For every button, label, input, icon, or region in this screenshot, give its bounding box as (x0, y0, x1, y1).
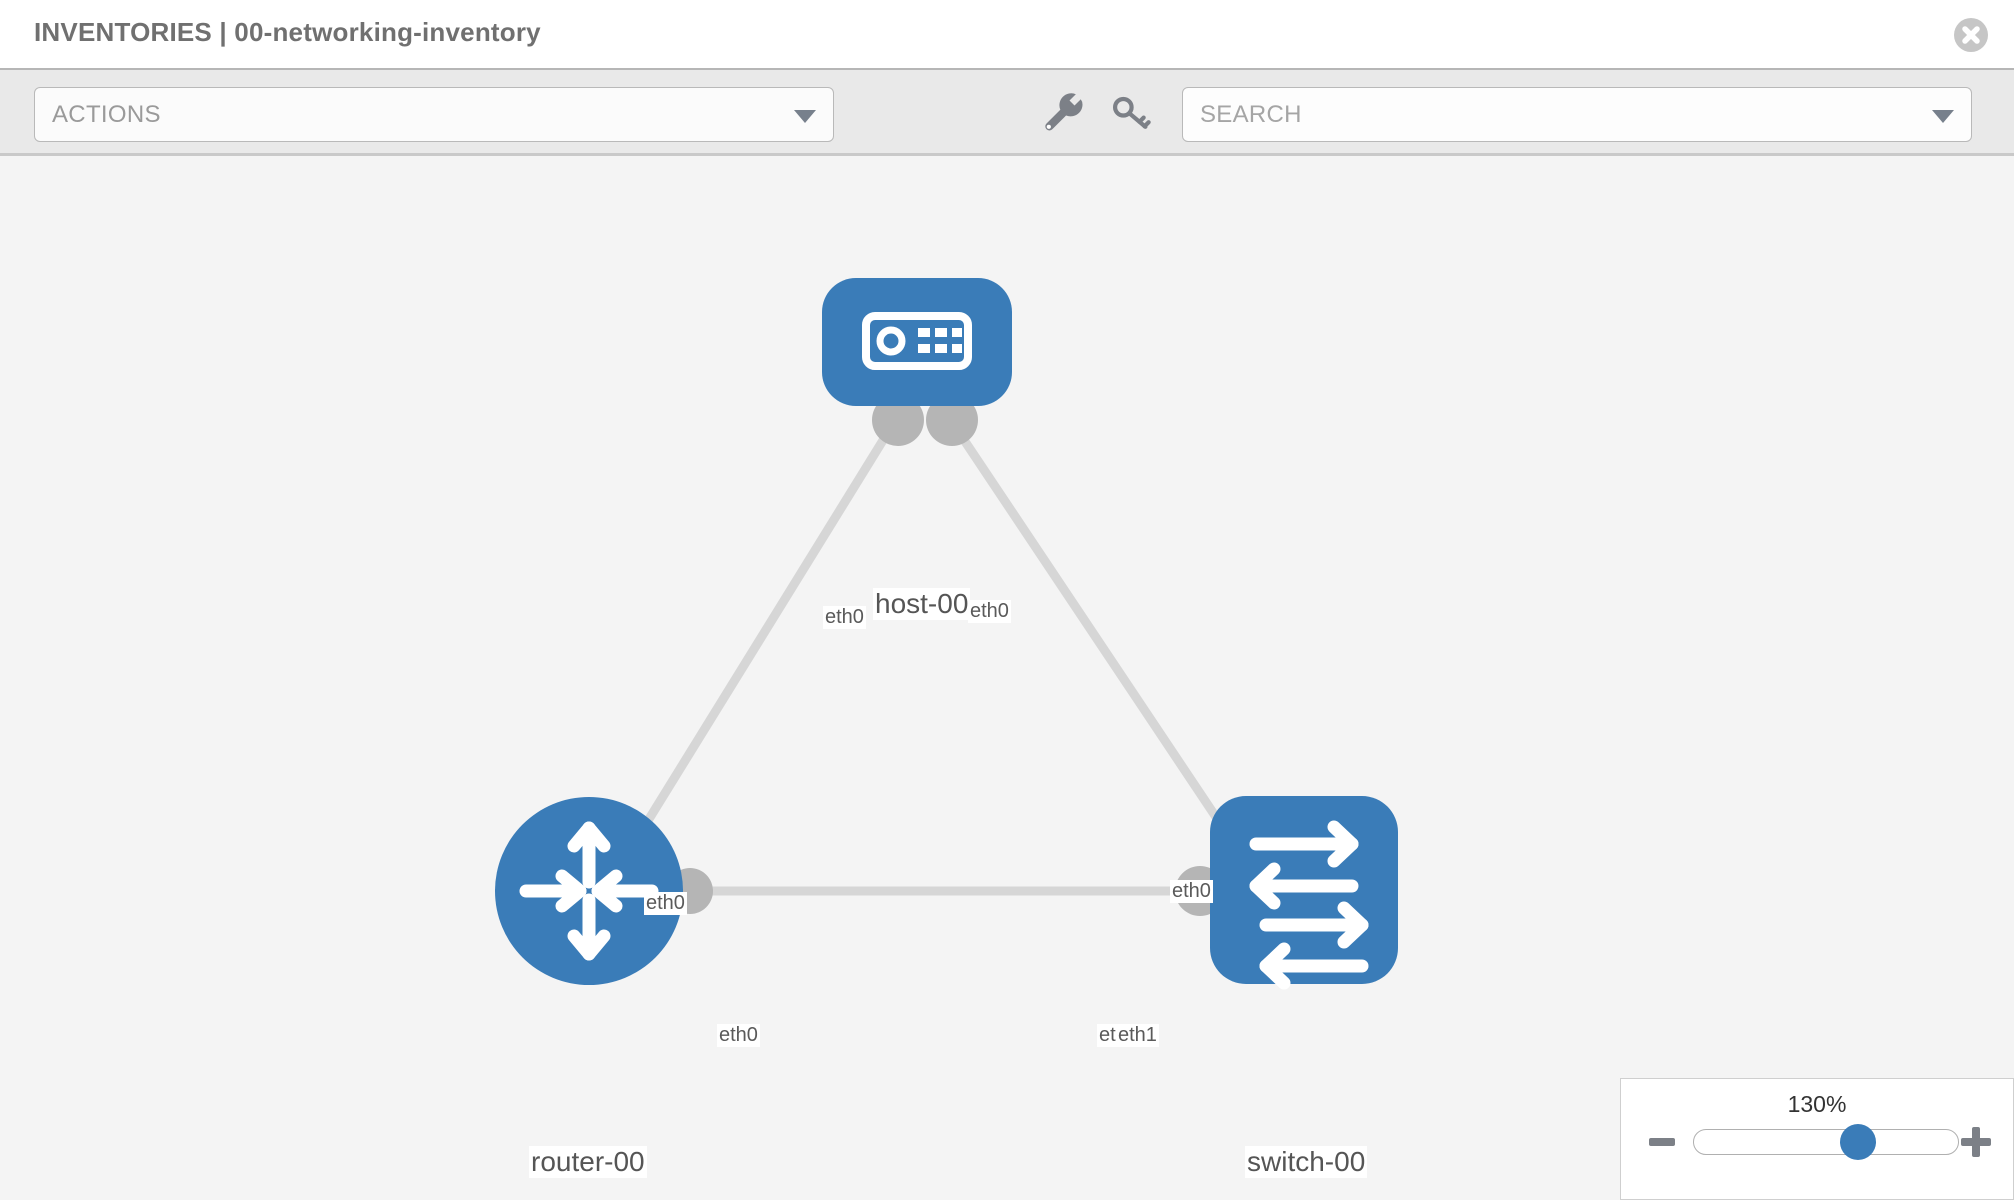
chevron-down-icon (794, 110, 816, 123)
topology-graph (495, 278, 1398, 990)
search-input[interactable]: SEARCH (1182, 87, 1972, 142)
iface-label-switch00-uplink: eth0 (1170, 880, 1213, 903)
iface-label-router00-eth0: eth0 (717, 1024, 760, 1047)
node-switch-00[interactable] (1210, 796, 1398, 990)
actions-dropdown[interactable]: ACTIONS (34, 87, 834, 142)
iface-label-router00-uplink: eth0 (644, 892, 687, 915)
node-label-switch-00: switch-00 (1245, 1146, 1368, 1178)
iface-label-host00-right: eth0 (968, 600, 1011, 623)
switch-arrows-icon (1249, 820, 1369, 990)
key-button[interactable] (1108, 90, 1154, 136)
zoom-in-button[interactable] (1961, 1127, 1991, 1157)
chevron-down-icon (1932, 110, 1954, 123)
connector-host00-left (872, 394, 924, 446)
zoom-slider[interactable] (1693, 1124, 1959, 1160)
server-icon (862, 312, 972, 370)
node-router-00[interactable] (495, 797, 683, 985)
page-header: INVENTORIES | 00-networking-inventory (0, 0, 2014, 68)
node-host-00[interactable] (822, 278, 1012, 406)
zoom-slider-handle[interactable] (1839, 1124, 1876, 1160)
node-label-router-00: router-00 (529, 1146, 647, 1178)
close-icon (1962, 26, 1980, 44)
zoom-level-label: 130% (1787, 1091, 1847, 1117)
edge-host00-router00[interactable] (616, 413, 902, 869)
search-placeholder: SEARCH (1200, 101, 1302, 128)
topology-edges (616, 413, 1246, 896)
connector-host00-right (926, 394, 978, 446)
iface-label-host00-left: eth0 (823, 606, 866, 629)
iface-label-switch00-eth1: eth1 (1116, 1024, 1159, 1047)
wrench-icon (1045, 93, 1083, 131)
router-arrows-icon (519, 821, 659, 961)
edge-host00-switch00[interactable] (944, 413, 1246, 859)
zoom-out-button[interactable] (1649, 1138, 1675, 1146)
toolbar: ACTIONS SEARCH (0, 68, 2014, 156)
close-button[interactable] (1954, 18, 1988, 52)
zoom-panel: 130% (1620, 1078, 2014, 1200)
topology-canvas[interactable]: host-00 router-00 switch-00 eth0 eth0 et… (0, 156, 2014, 1200)
wrench-button[interactable] (1040, 90, 1086, 136)
key-icon (1112, 96, 1151, 129)
topology-connectors (667, 394, 1260, 916)
node-label-host-00: host-00 (873, 588, 971, 620)
actions-dropdown-label: ACTIONS (52, 101, 161, 128)
page-title: INVENTORIES | 00-networking-inventory (34, 17, 541, 47)
